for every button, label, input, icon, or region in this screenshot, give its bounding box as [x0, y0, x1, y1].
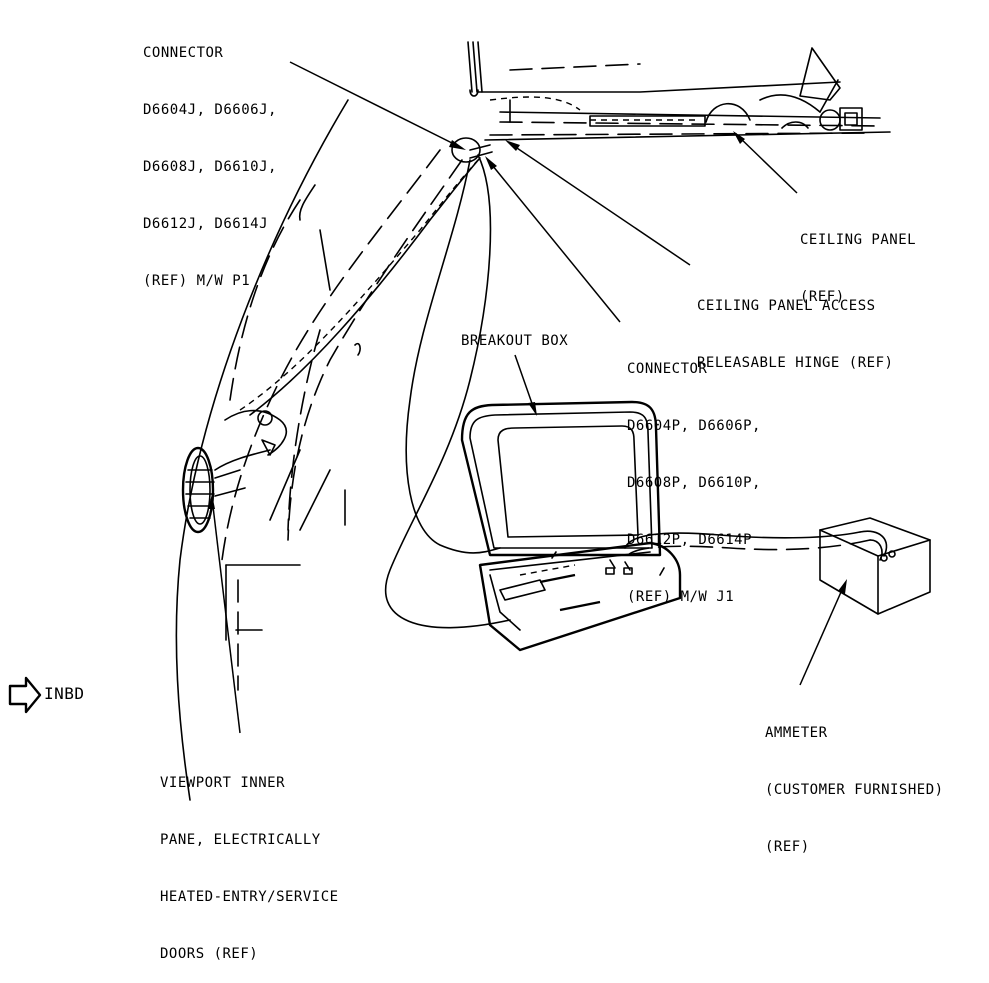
ammeter-line: (CUSTOMER FURNISHED) [765, 782, 944, 798]
viewport-line: DOORS (REF) [160, 946, 259, 962]
connector-j-callout [289, 61, 493, 163]
ceiling-panel-leader [733, 131, 798, 194]
viewport-line: HEATED-ENTRY/SERVICE [160, 889, 339, 905]
connector-p-label: CONNECTOR D6604P, D6606P, D6608P, D6610P… [627, 322, 761, 626]
diagram-drawing [8, 41, 931, 801]
inbd-label: INBD [44, 684, 85, 703]
connector-p-line: (REF) M/W J1 [627, 589, 735, 605]
connector-p-line: D6608P, D6610P, [627, 475, 761, 491]
breakout-box [460, 400, 682, 652]
ceiling-assembly [467, 41, 891, 141]
viewport-leader [208, 494, 241, 734]
ammeter-line: AMMETER [765, 725, 828, 741]
viewport-harness [214, 157, 481, 471]
viewport-line: VIEWPORT INNER [160, 775, 286, 791]
ammeter-leader [799, 579, 847, 686]
ammeter-label: AMMETER (CUSTOMER FURNISHED) (REF) [765, 686, 944, 876]
diagram-stage: CONNECTOR D6604J, D6606J, D6608J, D6610J… [8, 6, 943, 962]
ceiling-panel-line: CEILING PANEL [800, 232, 917, 248]
connector-j-line: (REF) M/W P1 [143, 273, 251, 289]
connector-j-line: D6608J, D6610J, [143, 159, 277, 175]
hinge-line: CEILING PANEL ACCESS [697, 298, 876, 314]
connector-j-line: CONNECTOR [143, 45, 224, 61]
cable-loop [384, 154, 511, 629]
viewport-line: PANE, ELECTRICALLY [160, 832, 321, 848]
breakout-box-leader [514, 354, 537, 416]
connector-j-line: D6604J, D6606J, [143, 102, 277, 118]
connector-j-line: D6612J, D6614J [143, 216, 269, 232]
hinge-label: CEILING PANEL ACCESS RELEASABLE HINGE (R… [697, 259, 893, 392]
ammeter-line: (REF) [765, 839, 810, 855]
connector-p-leader [485, 156, 621, 323]
fuselage-outline [175, 99, 463, 801]
connector-p-line: D6612P, D6614P [627, 532, 753, 548]
viewport-label: VIEWPORT INNER PANE, ELECTRICALLY HEATED… [160, 736, 339, 983]
connector-j-label: CONNECTOR D6604J, D6606J, D6608J, D6610J… [143, 6, 277, 310]
connector-p-line: D6604P, D6606P, [627, 418, 761, 434]
viewport-pane [181, 446, 246, 534]
inbd-arrow-icon [8, 676, 42, 714]
hinge-line: RELEASABLE HINGE (REF) [697, 355, 894, 371]
breakout-box-label: BREAKOUT BOX [461, 333, 569, 349]
ammeter-box [819, 517, 931, 615]
ceiling-panel-line: (REF) [800, 289, 845, 305]
hinge-leader [505, 140, 691, 266]
ceiling-panel-label: CEILING PANEL (REF) [800, 193, 916, 326]
connector-p-line: CONNECTOR [627, 361, 708, 377]
